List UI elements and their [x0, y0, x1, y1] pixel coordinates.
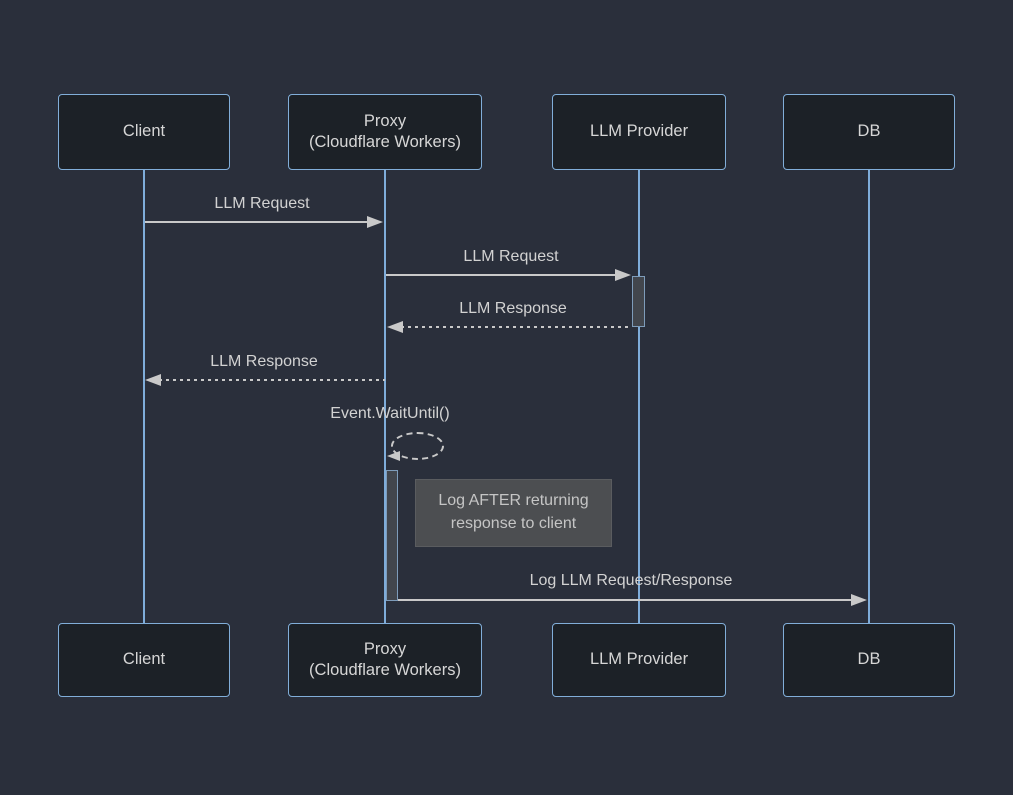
message-label-llm-response-1: LLM Response	[459, 300, 567, 317]
message-label-event-waituntil: Event.WaitUntil()	[330, 405, 450, 422]
message-label-llm-request-1: LLM Request	[214, 195, 310, 212]
message-line-llm-response-2	[159, 379, 385, 381]
note-log-after-returning: Log AFTER returning response to client	[415, 479, 612, 547]
message-line-llm-request-1	[145, 221, 369, 223]
message-label-llm-response-2: LLM Response	[210, 353, 318, 370]
actor-client-bottom: Client	[58, 623, 230, 697]
lifeline-proxy	[384, 170, 386, 623]
arrowhead-left-icon	[387, 321, 403, 333]
actor-db-bottom: DB	[783, 623, 955, 697]
message-line-llm-response-1	[401, 326, 632, 328]
arrowhead-right-icon	[851, 594, 867, 606]
actor-proxy-top: Proxy (Cloudflare Workers)	[288, 94, 482, 170]
lifeline-client	[143, 170, 145, 623]
message-line-log-llm-request-response	[398, 599, 851, 601]
message-line-llm-request-2	[386, 274, 616, 276]
actor-llm-provider-bottom: LLM Provider	[552, 623, 726, 697]
arrowhead-left-icon	[387, 451, 400, 461]
activation-proxy	[386, 470, 398, 601]
message-label-log-llm-request-response: Log LLM Request/Response	[529, 572, 733, 589]
lifeline-db	[868, 170, 870, 623]
self-loop-dashed-ellipse	[391, 432, 444, 460]
actor-client-top: Client	[58, 94, 230, 170]
arrowhead-left-icon	[145, 374, 161, 386]
actor-llm-provider-top: LLM Provider	[552, 94, 726, 170]
arrowhead-right-icon	[615, 269, 631, 281]
lifeline-llm-provider	[638, 170, 640, 623]
message-label-llm-request-2: LLM Request	[463, 248, 559, 265]
actor-proxy-bottom: Proxy (Cloudflare Workers)	[288, 623, 482, 697]
activation-llm-provider	[632, 276, 645, 327]
arrowhead-right-icon	[367, 216, 383, 228]
actor-db-top: DB	[783, 94, 955, 170]
